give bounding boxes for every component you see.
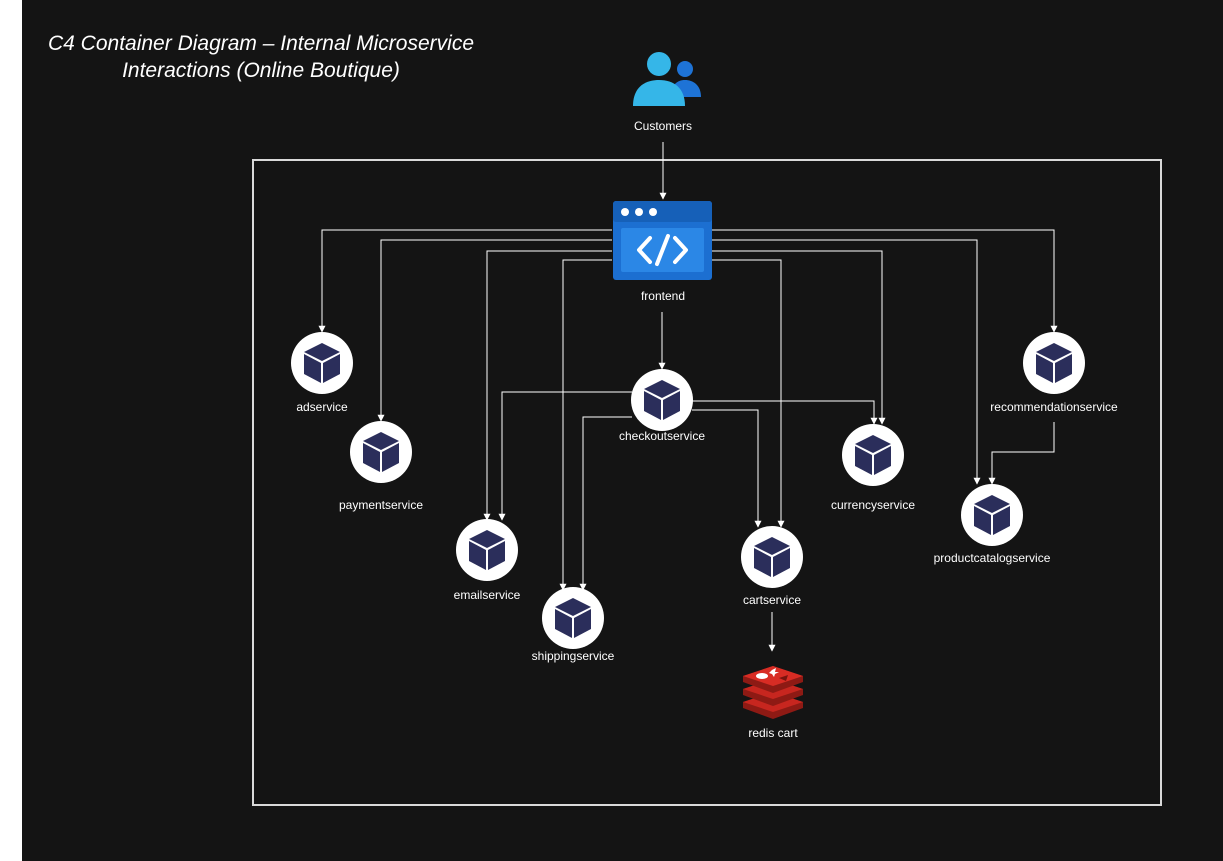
customers-node[interactable] (631, 50, 703, 110)
frontend-label: frontend (640, 289, 686, 303)
checkoutservice-node[interactable] (631, 369, 693, 431)
cube-icon (1036, 343, 1072, 383)
cartservice-node[interactable] (741, 526, 803, 588)
redis-icon (743, 666, 803, 719)
recommendationservice-node[interactable] (1023, 332, 1085, 394)
system-boundary (252, 159, 1162, 806)
cube-icon (644, 380, 680, 420)
productcatalogservice-label: productcatalogservice (933, 551, 1051, 565)
code-window-icon (613, 201, 712, 280)
adservice-label: adservice (296, 400, 348, 414)
edge-recommendationservice-productcatalogservice (988, 422, 1055, 485)
edge-checkoutservice-emailservice (498, 391, 632, 521)
emailservice-label: emailservice (453, 588, 521, 602)
emailservice-node[interactable] (456, 519, 518, 581)
cube-icon (754, 537, 790, 577)
customers-label: Customers (633, 119, 693, 133)
checkoutservice-label: checkoutservice (618, 429, 706, 443)
edge-checkoutservice-cartservice (692, 409, 762, 528)
adservice-node[interactable] (291, 332, 353, 394)
shippingservice-label: shippingservice (531, 649, 615, 663)
currencyservice-node[interactable] (842, 424, 904, 486)
edge-frontend-cartservice (712, 259, 785, 528)
cube-icon (469, 530, 505, 570)
cube-icon (974, 495, 1010, 535)
cube-icon (363, 432, 399, 472)
edge-frontend-emailservice (483, 250, 612, 521)
cube-icon (555, 598, 591, 638)
recommendationservice-label: recommendationservice (990, 400, 1118, 414)
edge-frontend-paymentservice (377, 239, 612, 422)
rediscart-label: redis cart (748, 726, 798, 740)
currencyservice-label: currencyservice (830, 498, 916, 512)
edge-frontend-productcatalogservice (712, 239, 981, 485)
shippingservice-node[interactable] (542, 587, 604, 649)
cube-icon (855, 435, 891, 475)
paymentservice-label: paymentservice (338, 498, 424, 512)
diagram-title-line-2: Interactions (Online Boutique) (122, 59, 400, 82)
edge-frontend-shippingservice (559, 259, 612, 591)
left-margin-strip (0, 0, 22, 861)
cartservice-label: cartservice (742, 593, 802, 607)
edge-frontend-recommendationservice (712, 229, 1058, 333)
users-icon (633, 52, 701, 106)
connection-wires (318, 142, 1058, 652)
paymentservice-node[interactable] (350, 421, 412, 483)
edge-frontend-adservice (318, 229, 612, 333)
edge-checkoutservice-shippingservice (579, 416, 632, 591)
frontend-node[interactable] (613, 201, 712, 280)
productcatalogservice-node[interactable] (961, 484, 1023, 546)
edge-frontend-currencyservice (712, 250, 886, 425)
edge-checkoutservice-currencyservice (692, 400, 878, 425)
diagram-title-line-1: C4 Container Diagram – Internal Microser… (48, 32, 474, 55)
rediscart-node[interactable] (742, 664, 804, 720)
diagram-canvas: C4 Container Diagram – Internal Microser… (22, 0, 1223, 861)
cube-icon (304, 343, 340, 383)
